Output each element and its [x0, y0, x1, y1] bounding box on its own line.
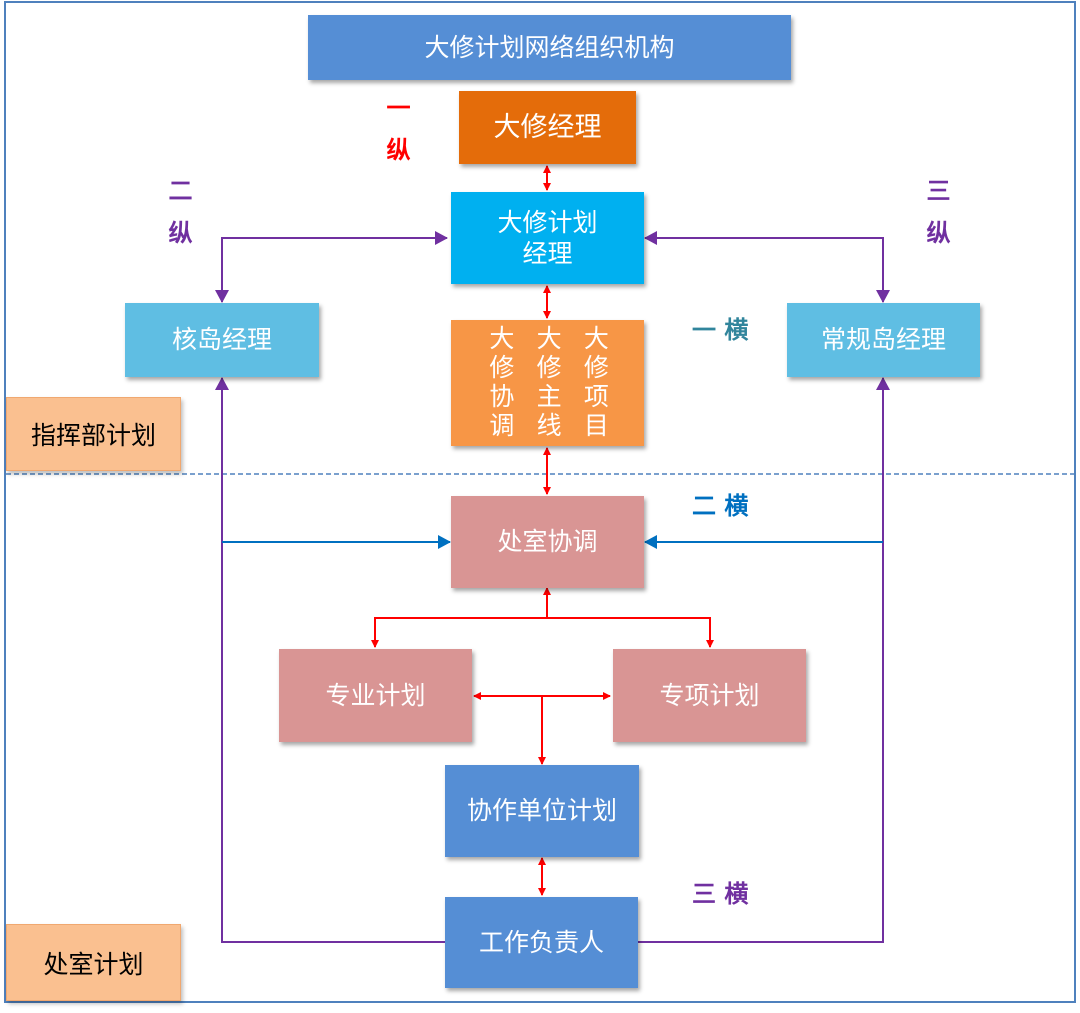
label-vertical-3: 三纵	[922, 178, 951, 262]
arrow-dept-to-professional	[371, 617, 547, 648]
node-nuclear-island-manager[interactable]: 核岛经理	[125, 303, 319, 377]
node-outage-three-columns[interactable]: 大修协调 大修主线 大修项目	[451, 320, 644, 446]
node-dept-coordination[interactable]: 处室协调	[451, 496, 644, 588]
tag-dept-plan: 处室计划	[6, 924, 181, 1001]
node-contractor-plan[interactable]: 协作单位计划	[445, 765, 639, 857]
label-horizontal-1: 一 横	[692, 315, 749, 344]
label-horizontal-3: 三 横	[692, 879, 749, 908]
label-vertical-2: 二纵	[164, 178, 193, 262]
tag-command-plan: 指挥部计划	[6, 397, 181, 471]
line-nuclear-to-plan	[221, 231, 448, 300]
line-worker-to-nuclear	[215, 377, 445, 943]
node-professional-plan[interactable]: 专业计划	[279, 649, 472, 742]
node-special-plan[interactable]: 专项计划	[613, 649, 806, 742]
label-vertical-1: 一纵	[382, 95, 411, 179]
column-outage-coordination: 大修协调	[485, 325, 515, 441]
label-horizontal-2: 二 横	[692, 491, 749, 520]
node-outage-plan-manager[interactable]: 大修计划经理	[451, 192, 644, 284]
column-outage-project: 大修项目	[580, 325, 610, 441]
column-outage-mainline: 大修主线	[533, 325, 563, 441]
line-worker-to-conventional	[638, 377, 890, 943]
arrow-dept-to-special	[547, 617, 714, 648]
node-conventional-island-manager[interactable]: 常规岛经理	[787, 303, 980, 377]
node-outage-manager[interactable]: 大修经理	[459, 91, 636, 164]
diagram-frame	[4, 1, 1076, 1003]
diagram-title: 大修计划网络组织机构	[308, 15, 791, 80]
node-work-leader[interactable]: 工作负责人	[445, 897, 638, 988]
line-conventional-to-plan	[644, 231, 884, 300]
